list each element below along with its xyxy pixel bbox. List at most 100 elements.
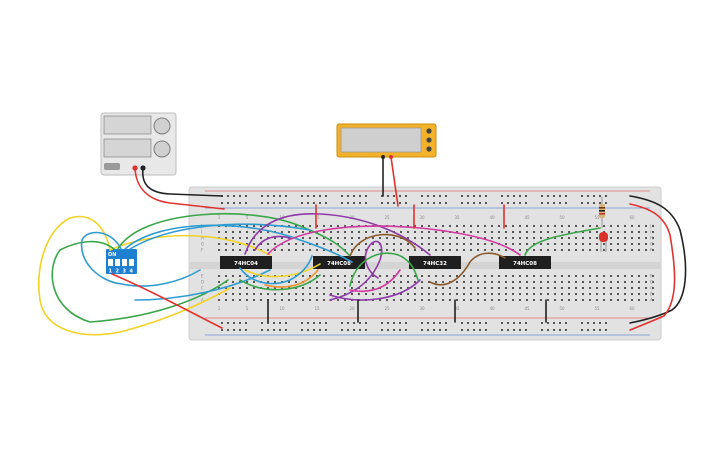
breadboard-hole[interactable] xyxy=(428,231,430,233)
breadboard-hole[interactable] xyxy=(498,275,500,277)
breadboard-hole[interactable] xyxy=(540,281,542,283)
breadboard-hole[interactable] xyxy=(645,243,647,245)
chip-74hc04[interactable]: 74HC04 xyxy=(220,256,272,269)
breadboard-hole[interactable] xyxy=(428,249,430,251)
breadboard-hole[interactable] xyxy=(645,281,647,283)
breadboard-hole[interactable] xyxy=(359,322,361,324)
breadboard-hole[interactable] xyxy=(449,225,451,227)
breadboard-hole[interactable] xyxy=(414,299,416,301)
breadboard-hole[interactable] xyxy=(491,243,493,245)
wire-yellow[interactable] xyxy=(244,263,321,278)
breadboard-hole[interactable] xyxy=(319,202,321,204)
breadboard-hole[interactable] xyxy=(246,231,248,233)
breadboard-hole[interactable] xyxy=(288,281,290,283)
breadboard-hole[interactable] xyxy=(512,299,514,301)
multimeter-button[interactable] xyxy=(426,128,432,134)
breadboard-hole[interactable] xyxy=(302,243,304,245)
breadboard-hole[interactable] xyxy=(445,202,447,204)
wire-green[interactable] xyxy=(51,240,229,323)
breadboard-hole[interactable] xyxy=(267,231,269,233)
breadboard-hole[interactable] xyxy=(519,249,521,251)
breadboard-hole[interactable] xyxy=(381,195,383,197)
breadboard-hole[interactable] xyxy=(359,195,361,197)
chip-74hc08-b[interactable]: 74HC08 xyxy=(499,256,551,269)
breadboard-hole[interactable] xyxy=(381,322,383,324)
breadboard-hole[interactable] xyxy=(372,293,374,295)
breadboard-hole[interactable] xyxy=(525,202,527,204)
breadboard-hole[interactable] xyxy=(533,231,535,233)
breadboard-hole[interactable] xyxy=(526,275,528,277)
breadboard-hole[interactable] xyxy=(330,225,332,227)
breadboard-hole[interactable] xyxy=(359,202,361,204)
breadboard-hole[interactable] xyxy=(344,299,346,301)
breadboard-hole[interactable] xyxy=(631,287,633,289)
wire-purple[interactable] xyxy=(329,279,421,301)
breadboard-hole[interactable] xyxy=(561,225,563,227)
breadboard-hole[interactable] xyxy=(589,243,591,245)
breadboard-hole[interactable] xyxy=(285,329,287,331)
breadboard-hole[interactable] xyxy=(463,299,465,301)
breadboard-hole[interactable] xyxy=(239,249,241,251)
breadboard-hole[interactable] xyxy=(323,293,325,295)
breadboard-hole[interactable] xyxy=(547,237,549,239)
multimeter[interactable] xyxy=(336,123,437,159)
breadboard-hole[interactable] xyxy=(414,275,416,277)
breadboard-hole[interactable] xyxy=(540,243,542,245)
dip-switch[interactable]: ON 1 2 3 4 xyxy=(106,249,137,275)
breadboard-hole[interactable] xyxy=(260,237,262,239)
breadboard-hole[interactable] xyxy=(358,249,360,251)
breadboard-hole[interactable] xyxy=(273,329,275,331)
breadboard-hole[interactable] xyxy=(519,231,521,233)
breadboard-hole[interactable] xyxy=(274,293,276,295)
breadboard-hole[interactable] xyxy=(309,299,311,301)
breadboard-hole[interactable] xyxy=(477,299,479,301)
breadboard-hole[interactable] xyxy=(582,237,584,239)
breadboard-hole[interactable] xyxy=(316,237,318,239)
breadboard-hole[interactable] xyxy=(485,322,487,324)
breadboard-hole[interactable] xyxy=(589,231,591,233)
breadboard-hole[interactable] xyxy=(463,243,465,245)
resistor[interactable] xyxy=(599,197,605,228)
breadboard-hole[interactable] xyxy=(225,249,227,251)
breadboard-hole[interactable] xyxy=(540,237,542,239)
wire-brown[interactable] xyxy=(349,233,416,257)
breadboard-hole[interactable] xyxy=(386,287,388,289)
breadboard-hole[interactable] xyxy=(273,322,275,324)
breadboard-hole[interactable] xyxy=(351,243,353,245)
breadboard-hole[interactable] xyxy=(288,249,290,251)
breadboard-hole[interactable] xyxy=(309,237,311,239)
breadboard-hole[interactable] xyxy=(261,329,263,331)
breadboard-hole[interactable] xyxy=(428,243,430,245)
breadboard-hole[interactable] xyxy=(610,237,612,239)
breadboard-hole[interactable] xyxy=(421,281,423,283)
chip-74hc08-a[interactable]: 74HC08 xyxy=(313,256,365,269)
breadboard-hole[interactable] xyxy=(232,237,234,239)
breadboard-hole[interactable] xyxy=(358,275,360,277)
breadboard-hole[interactable] xyxy=(313,195,315,197)
breadboard-hole[interactable] xyxy=(232,249,234,251)
breadboard-hole[interactable] xyxy=(631,237,633,239)
breadboard-hole[interactable] xyxy=(553,202,555,204)
breadboard-hole[interactable] xyxy=(281,293,283,295)
breadboard-hole[interactable] xyxy=(561,249,563,251)
breadboard-hole[interactable] xyxy=(610,275,612,277)
breadboard-hole[interactable] xyxy=(477,231,479,233)
breadboard-hole[interactable] xyxy=(421,322,423,324)
breadboard-hole[interactable] xyxy=(393,275,395,277)
breadboard-hole[interactable] xyxy=(553,322,555,324)
breadboard-hole[interactable] xyxy=(267,329,269,331)
breadboard-hole[interactable] xyxy=(414,293,416,295)
breadboard-hole[interactable] xyxy=(407,225,409,227)
wire-blue[interactable] xyxy=(239,255,313,285)
breadboard-hole[interactable] xyxy=(274,299,276,301)
breadboard-hole[interactable] xyxy=(232,231,234,233)
breadboard-hole[interactable] xyxy=(575,299,577,301)
breadboard-hole[interactable] xyxy=(582,231,584,233)
breadboard-hole[interactable] xyxy=(421,237,423,239)
breadboard-hole[interactable] xyxy=(295,225,297,227)
breadboard-hole[interactable] xyxy=(575,287,577,289)
breadboard-hole[interactable] xyxy=(393,195,395,197)
breadboard-hole[interactable] xyxy=(461,195,463,197)
breadboard-hole[interactable] xyxy=(505,287,507,289)
breadboard-hole[interactable] xyxy=(501,329,503,331)
